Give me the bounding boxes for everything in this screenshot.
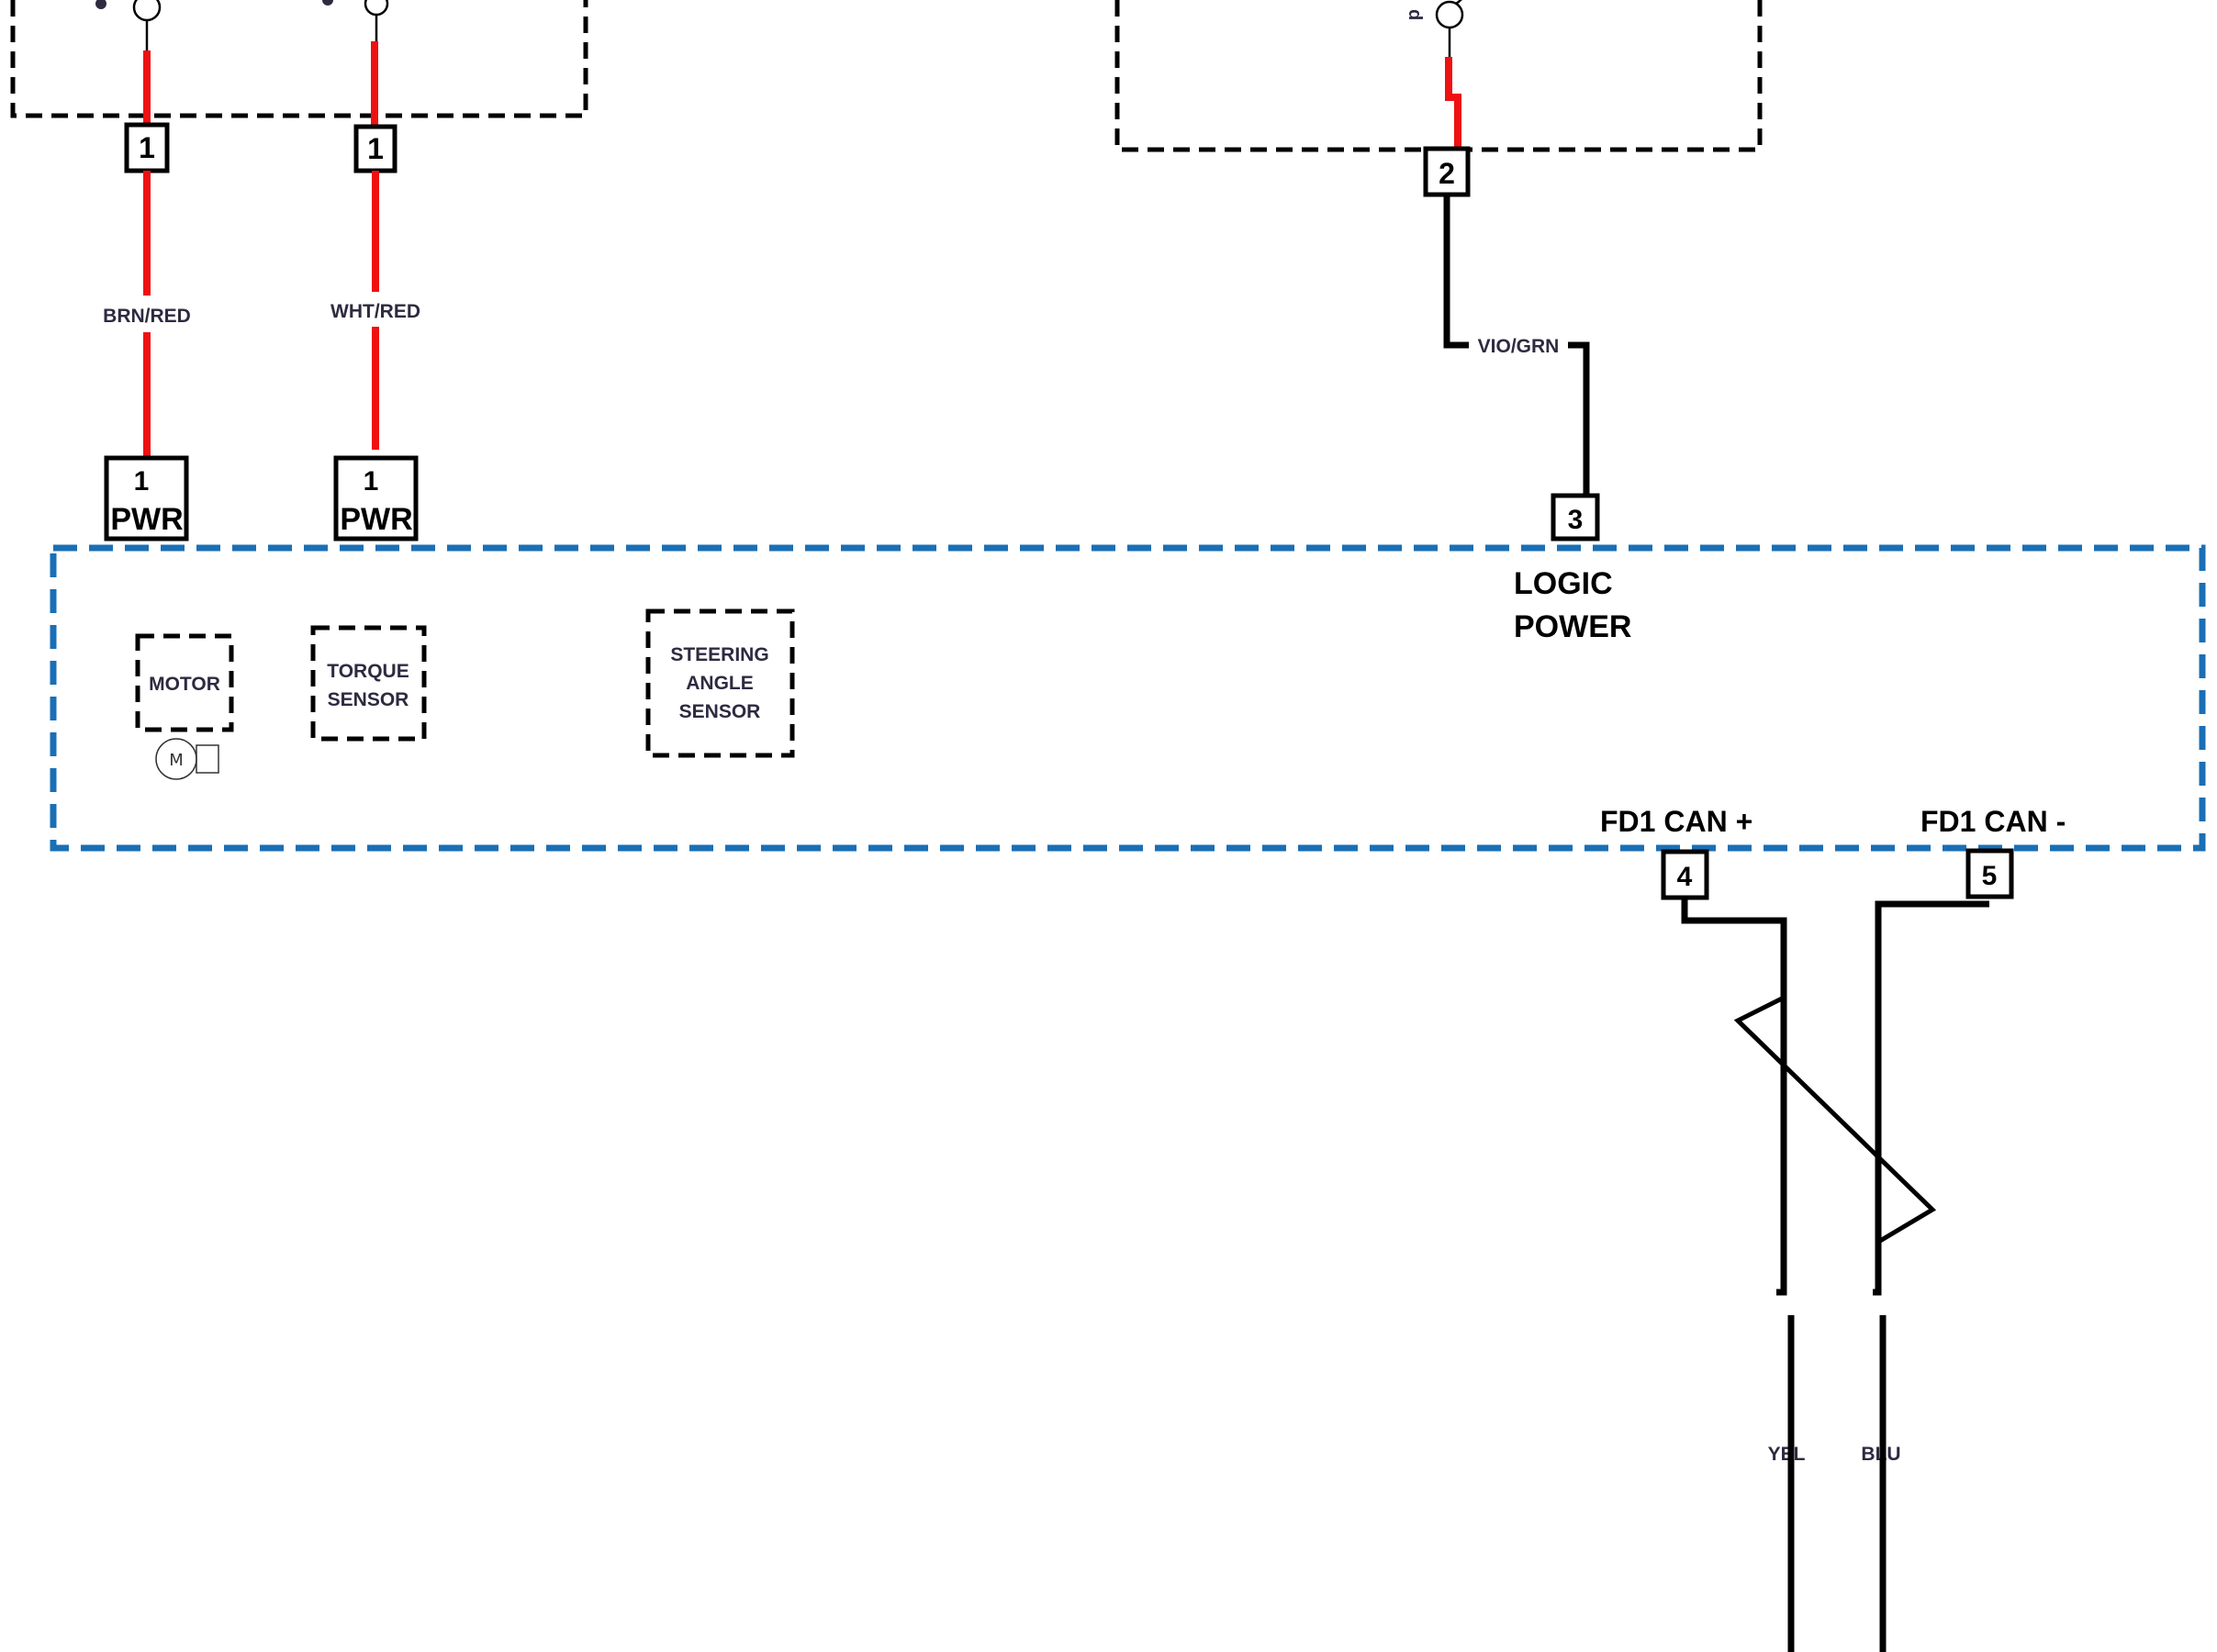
wire-upper-right-red: [1445, 57, 1461, 149]
pwr-label: PWR: [340, 502, 412, 537]
torque-sensor-label-line1: TORQUE: [327, 661, 409, 682]
pin-number: 2: [1439, 157, 1455, 190]
switch-symbol-left: [95, 0, 162, 50]
pwr-label: PWR: [110, 502, 183, 537]
upper-left-module-border: [10, 0, 588, 118]
wire-color-label-vio-grn: VIO/GRN: [1478, 336, 1560, 357]
switch-symbol-right: [322, 0, 389, 41]
pwr-pin-number: 1: [134, 466, 150, 497]
motor-label: MOTOR: [149, 674, 220, 695]
wire-vio-grn-a: [1443, 195, 1469, 349]
pwr-connector-2: 1 PWR: [333, 455, 419, 541]
switch-symbol-upper-right: d: [1405, 0, 1464, 57]
can-minus-label: FD1 CAN -: [1920, 805, 2066, 838]
svg-text:d: d: [1405, 9, 1425, 20]
pin-number: 1: [139, 131, 155, 164]
wire-color-label-brn-red: BRN/RED: [103, 306, 191, 327]
torque-sensor-label-line2: SENSOR: [328, 689, 409, 710]
motor-component: MOTOR: [135, 633, 234, 732]
connector-pin-3: 3: [1551, 493, 1600, 541]
motor-icon: M: [155, 738, 219, 780]
motor-symbol-letter: M: [169, 751, 184, 770]
twisted-pair-symbol: [1733, 995, 1937, 1244]
can-plus-label: FD1 CAN +: [1600, 805, 1752, 838]
pwr-pin-number: 1: [364, 466, 379, 497]
pwr-connector-1: 1 PWR: [104, 455, 189, 541]
logic-power-label-line1: LOGIC: [1514, 566, 1613, 601]
connector-pin-right: 1: [353, 124, 397, 173]
connector-pin-5: 5: [1965, 848, 2014, 899]
connector-pin-left: 1: [124, 122, 170, 173]
steering-sensor-label-line1: STEERING: [670, 644, 768, 665]
wire-vio-grn-b: [1568, 341, 1590, 496]
wire-yel-foot: [1776, 1285, 1787, 1296]
logic-power-label-line2: POWER: [1514, 609, 1631, 644]
steering-sensor-label-line2: ANGLE: [686, 673, 754, 694]
connector-pin-4: 4: [1661, 849, 1709, 900]
pin-number: 1: [367, 132, 384, 165]
wire-color-label-wht-red: WHT/RED: [330, 301, 420, 322]
wire-color-label-yel: YEL: [1768, 1444, 1806, 1465]
pin-number: 3: [1568, 505, 1584, 535]
steering-sensor-label-line3: SENSOR: [679, 701, 761, 722]
wire-blu-foot: [1873, 1285, 1882, 1296]
wire-blu-upper: [1875, 900, 1989, 1292]
pin-number: 5: [1982, 861, 1998, 891]
steering-angle-sensor-component: STEERING ANGLE SENSOR: [645, 608, 795, 758]
main-module-border: [50, 544, 2206, 852]
connector-pin-2: 2: [1423, 146, 1471, 197]
torque-sensor-component: TORQUE SENSOR: [310, 625, 427, 742]
wire-yel-upper: [1681, 898, 1787, 1292]
pin-number: 4: [1677, 862, 1693, 892]
